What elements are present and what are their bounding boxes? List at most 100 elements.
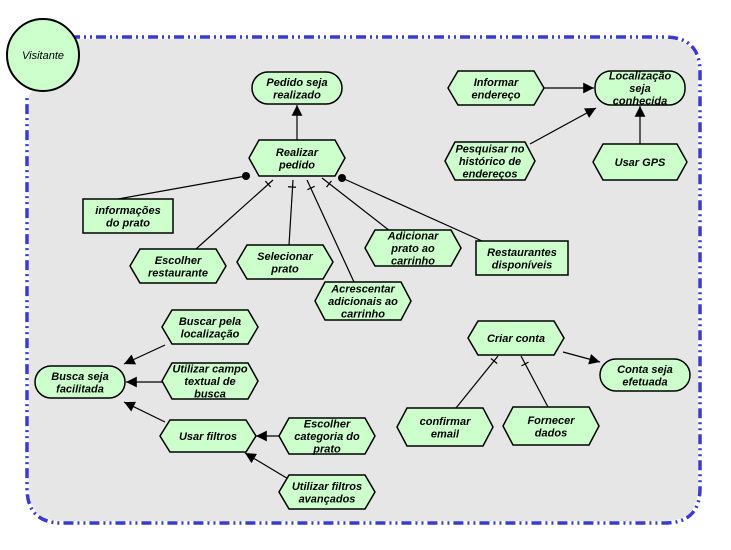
node-label-line: do prato	[106, 217, 150, 229]
link-realizar-informacoes	[117, 175, 247, 200]
task-shape	[236, 244, 334, 280]
node-label-line: endereços	[462, 169, 517, 181]
link-realizar-acrescentar	[306, 179, 355, 283]
task-shape	[502, 406, 600, 446]
link-criar-confirmar	[455, 355, 499, 409]
tick-adicionar	[326, 180, 332, 188]
node-label-line: Fornecer	[527, 415, 575, 427]
tick-confirmar	[490, 358, 498, 364]
node-label-line: dados	[535, 427, 567, 439]
node-label-line: Utilizar filtros	[292, 481, 362, 493]
node-usar-filtros[interactable]: Usar filtros	[159, 419, 257, 453]
link-realizar-restaurantes	[341, 177, 483, 242]
task-shape	[248, 139, 346, 177]
node-label-line: Criar conta	[487, 333, 545, 345]
goal-shape	[599, 358, 691, 392]
node-label-line: informações	[95, 205, 160, 217]
task-shape	[467, 320, 565, 356]
node-label-line: Restaurantes	[487, 247, 557, 259]
node-label-line: carrinho	[391, 256, 435, 268]
node-label-line: carrinho	[341, 309, 385, 321]
task-shape	[161, 309, 259, 345]
actor-boundary	[25, 35, 702, 525]
link-realizar-selecionar	[288, 179, 294, 246]
node-label-line: Selecionar	[257, 251, 313, 263]
task-shape	[364, 229, 462, 267]
node-label-line: facilitada	[56, 383, 104, 395]
link-buscar_localizacao-to-busca_facilitada	[123, 344, 166, 365]
task-shape	[129, 248, 227, 284]
task-shape	[447, 70, 545, 106]
node-label-line: Buscar pela	[179, 316, 241, 328]
link-realizar-adicionar	[321, 177, 391, 232]
actor-label: Visitante	[22, 50, 64, 62]
node-label-line: prato	[270, 263, 299, 275]
node-label-line: prato	[312, 444, 341, 456]
node-label-line: Usar filtros	[179, 431, 237, 443]
task-shape	[161, 362, 259, 400]
node-criar-conta[interactable]: Criar conta	[467, 320, 565, 356]
node-label-line: histórico de	[459, 156, 521, 168]
node-label-line: Conta seja	[617, 364, 673, 376]
node-label-line: Pedido seja	[266, 77, 327, 89]
node-label-line: Adicionar	[387, 231, 439, 243]
link-pesquisar_historico-to-localizacao_conhecida	[529, 107, 597, 145]
node-label-line: textual de	[184, 376, 235, 388]
actor-circle[interactable]	[6, 18, 80, 92]
task-shape	[314, 281, 412, 321]
link-usar_filtros-to-busca_facilitada	[123, 401, 166, 423]
tick-acrescentar	[307, 185, 315, 191]
node-label-line: efetuada	[622, 376, 667, 388]
node-label-line: avançados	[299, 493, 356, 505]
link-criar-fornecer	[520, 355, 549, 408]
link-filtros_avancados-to-usar_filtros	[244, 452, 291, 481]
node-label-line: Realizar	[276, 147, 319, 159]
tick-fornecer	[521, 361, 529, 367]
task-shape	[159, 419, 257, 453]
node-label-line: prato ao	[390, 243, 435, 255]
node-label-line: Usar GPS	[615, 157, 666, 169]
tick-escolher	[264, 180, 272, 188]
node-label-line: Localização	[609, 71, 672, 83]
node-label-line: Utilizar campo	[172, 364, 247, 376]
node-label-line: Acrescentar	[330, 284, 395, 296]
goal-shape	[594, 70, 686, 106]
task-shape	[396, 407, 494, 447]
node-label-line: Escolher	[304, 419, 351, 431]
node-label-line: endereço	[472, 89, 521, 101]
goal-shape	[251, 71, 343, 105]
node-label-line: confirmar	[420, 416, 471, 428]
node-label-line: pedido	[278, 159, 315, 171]
node-label-line: conhecida	[613, 96, 667, 108]
node-label-line: email	[431, 428, 460, 440]
node-label-line: categoria do	[294, 431, 360, 443]
node-label-line: Pesquisar no	[455, 144, 524, 156]
links-layer	[117, 82, 646, 481]
node-usar-gps[interactable]: Usar GPS	[592, 143, 688, 181]
node-label-line: busca	[194, 389, 226, 401]
node-label-line: Busca seja	[51, 371, 108, 383]
link-realizar-escolher	[195, 179, 274, 250]
node-label-line: seja	[629, 83, 650, 95]
